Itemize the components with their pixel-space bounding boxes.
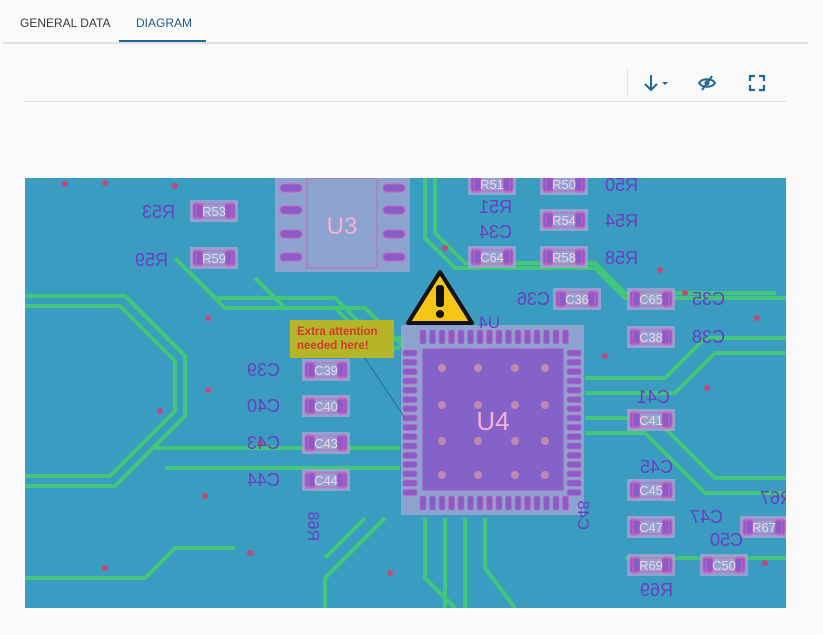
component-c47[interactable]: C47 <box>627 516 675 538</box>
pad-label-c64: C64 <box>480 250 504 265</box>
silk-c40: C40 <box>247 396 280 416</box>
silk-u4: U4 <box>478 313 500 332</box>
pad-label-r58: R58 <box>552 250 576 265</box>
silk-r58: R58 <box>605 248 638 268</box>
toggle-visibility-button[interactable] <box>694 70 720 96</box>
silk-c44: C44 <box>247 470 280 490</box>
tab-bar: GENERAL DATA DIAGRAM <box>3 0 808 44</box>
silk-c36: C36 <box>517 289 550 309</box>
component-r53[interactable]: R53 <box>190 200 238 222</box>
component-c43[interactable]: C43 <box>302 432 350 454</box>
silk-c41: C41 <box>637 387 670 407</box>
silk-c35: C35 <box>692 289 725 309</box>
pad-label-r53: R53 <box>202 204 226 219</box>
component-c64[interactable]: C64 <box>468 246 516 268</box>
silk-c43: C43 <box>247 433 280 453</box>
silk-c34: C34 <box>479 222 512 242</box>
silk-r59: R59 <box>135 250 168 270</box>
silk-r67: R67 <box>760 488 786 508</box>
warning-icon[interactable] <box>406 270 474 325</box>
active-tab-indicator <box>119 40 206 42</box>
vias <box>62 180 768 576</box>
silk-c50: C50 <box>710 530 743 550</box>
component-r50[interactable]: R50 <box>540 178 588 195</box>
pad-label-c44: C44 <box>314 473 338 488</box>
pad-label-c45: C45 <box>639 483 663 498</box>
pad-label-r51: R51 <box>480 178 504 192</box>
pad-label-c65: C65 <box>639 292 663 307</box>
silk-r68: R68 <box>304 512 321 541</box>
diagram-toolbar <box>25 68 786 102</box>
pad-label-r54: R54 <box>552 213 576 228</box>
silk-c39: C39 <box>247 360 280 380</box>
chip-u3[interactable]: U3 <box>275 178 410 272</box>
pad-label-r69: R69 <box>639 558 663 573</box>
component-r54[interactable]: R54 <box>540 209 588 231</box>
component-r58[interactable]: R58 <box>540 246 588 268</box>
pad-label-c47: C47 <box>639 520 663 535</box>
annotation[interactable]: Extra attention needed here! <box>290 270 474 419</box>
fullscreen-icon <box>748 74 766 92</box>
pad-label-r67: R67 <box>752 520 776 535</box>
tab-general-data[interactable]: GENERAL DATA <box>20 16 111 30</box>
silk-r69: R69 <box>640 580 673 600</box>
component-c40[interactable]: C40 <box>302 395 350 417</box>
eye-off-icon <box>697 75 717 91</box>
component-r59[interactable]: R59 <box>190 247 238 269</box>
toolbar-divider <box>627 68 628 96</box>
chip-u4[interactable]: U4 U4 <box>401 313 584 515</box>
silk-r54: R54 <box>605 211 638 231</box>
component-c50[interactable]: C50 <box>700 554 748 576</box>
pad-label-c41: C41 <box>639 413 663 428</box>
component-c45[interactable]: C45 <box>627 479 675 501</box>
silk-c45: C45 <box>640 457 673 477</box>
silk-c47: C47 <box>690 507 723 527</box>
pad-label-r59: R59 <box>202 251 226 266</box>
component-c38[interactable]: C38 <box>627 326 675 348</box>
pad-label-c40: C40 <box>314 399 338 414</box>
chip-label-u4: U4 <box>476 406 509 436</box>
fullscreen-button[interactable] <box>744 70 770 96</box>
annotation-line-1: Extra attention <box>297 326 378 338</box>
component-c65[interactable]: C65 <box>627 288 675 310</box>
annotation-line-2: needed here! <box>297 340 369 352</box>
silk-c48: C48 <box>574 501 591 530</box>
arrow-down-icon <box>644 75 668 92</box>
pad-label-c36: C36 <box>565 292 589 307</box>
component-c36[interactable]: C36 <box>553 288 601 310</box>
component-c44[interactable]: C44 <box>302 469 350 491</box>
tab-diagram[interactable]: DIAGRAM <box>136 16 193 30</box>
pad-label-r50: R50 <box>552 178 576 192</box>
download-button[interactable] <box>639 70 675 96</box>
component-r51[interactable]: R51 <box>468 178 516 195</box>
pad-label-c43: C43 <box>314 436 338 451</box>
silk-r53: R53 <box>142 202 175 222</box>
pad-label-c50: C50 <box>712 558 736 573</box>
pad-label-c38: C38 <box>639 330 663 345</box>
silk-r51: R51 <box>479 197 512 217</box>
component-r69[interactable]: R69 <box>627 554 675 576</box>
silk-c38: C38 <box>692 327 725 347</box>
component-r67[interactable]: R67 <box>740 516 786 538</box>
component-c39[interactable]: C39 <box>302 359 350 381</box>
silk-r50: R50 <box>605 178 638 195</box>
component-c41[interactable]: C41 <box>627 409 675 431</box>
chip-label-u3: U3 <box>327 213 358 240</box>
pad-label-c39: C39 <box>314 363 338 378</box>
